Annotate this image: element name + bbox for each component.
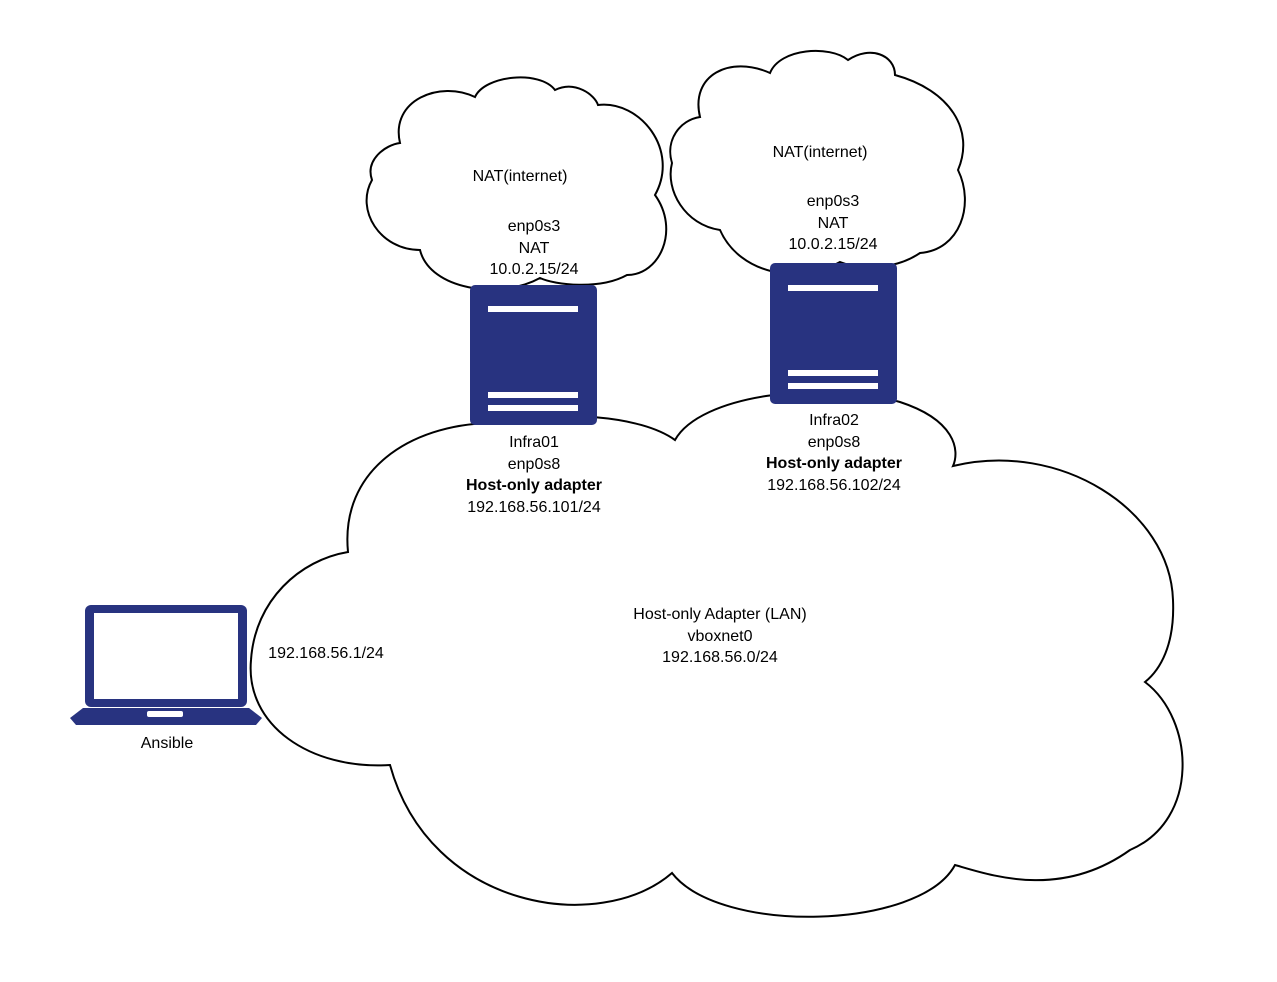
infra02-iface: enp0s8: [807, 433, 861, 451]
infra01-name: Infra01: [509, 434, 559, 451]
ansible-name-label: Ansible: [141, 733, 193, 755]
lan-cloud-subnet: 192.168.56.0/24: [662, 649, 778, 666]
infra02-adapter: Host-only adapter: [765, 455, 903, 472]
nat-cloud-2-label: NAT(internet): [773, 142, 868, 164]
infra02-details: Infra02 enp0s8 Host-only adapter 192.168…: [766, 410, 902, 496]
infra02-name: Infra02: [809, 412, 859, 429]
lan-cloud-shape: [249, 391, 1184, 918]
nat-cloud-1-ip: 10.0.2.15/24: [489, 261, 579, 278]
nat-cloud-2-ip: 10.0.2.15/24: [788, 236, 878, 253]
infra01-iface: enp0s8: [507, 455, 561, 473]
nat-cloud-1-shape: [365, 76, 668, 291]
ansible-ip-label: 192.168.56.1/24: [268, 643, 384, 665]
ansible-ip: 192.168.56.1/24: [268, 645, 384, 662]
nat-cloud-2-title: NAT(internet): [772, 144, 868, 161]
nat-cloud-1-type: NAT: [518, 239, 550, 257]
lan-cloud-title: Host-only Adapter (LAN): [633, 606, 807, 623]
ansible-laptop-icon: [70, 605, 262, 725]
nat-cloud-1-details: enp0s3 NAT 10.0.2.15/24: [490, 216, 579, 281]
nat-cloud-2-type: NAT: [817, 214, 849, 232]
infra01-server-icon: [470, 285, 597, 425]
nat-cloud-1-label: NAT(internet): [473, 166, 568, 188]
infra01-details: Infra01 enp0s8 Host-only adapter 192.168…: [466, 432, 602, 518]
nat-cloud-2-iface: enp0s3: [806, 193, 860, 210]
lan-cloud-label: Host-only Adapter (LAN) vboxnet0 192.168…: [633, 604, 806, 669]
infra01-adapter: Host-only adapter: [465, 477, 603, 494]
nat-cloud-1-iface: enp0s3: [507, 218, 561, 235]
nat-cloud-2-details: enp0s3 NAT 10.0.2.15/24: [789, 191, 878, 256]
lan-cloud-name: vboxnet0: [687, 627, 753, 645]
ansible-name: Ansible: [140, 735, 194, 752]
infra01-ip: 192.168.56.101/24: [467, 498, 601, 516]
infra02-ip: 192.168.56.102/24: [767, 476, 901, 494]
infra02-server-icon: [770, 263, 897, 404]
nat-cloud-1-title: NAT(internet): [472, 168, 568, 185]
nat-cloud-2-shape: [669, 49, 966, 275]
